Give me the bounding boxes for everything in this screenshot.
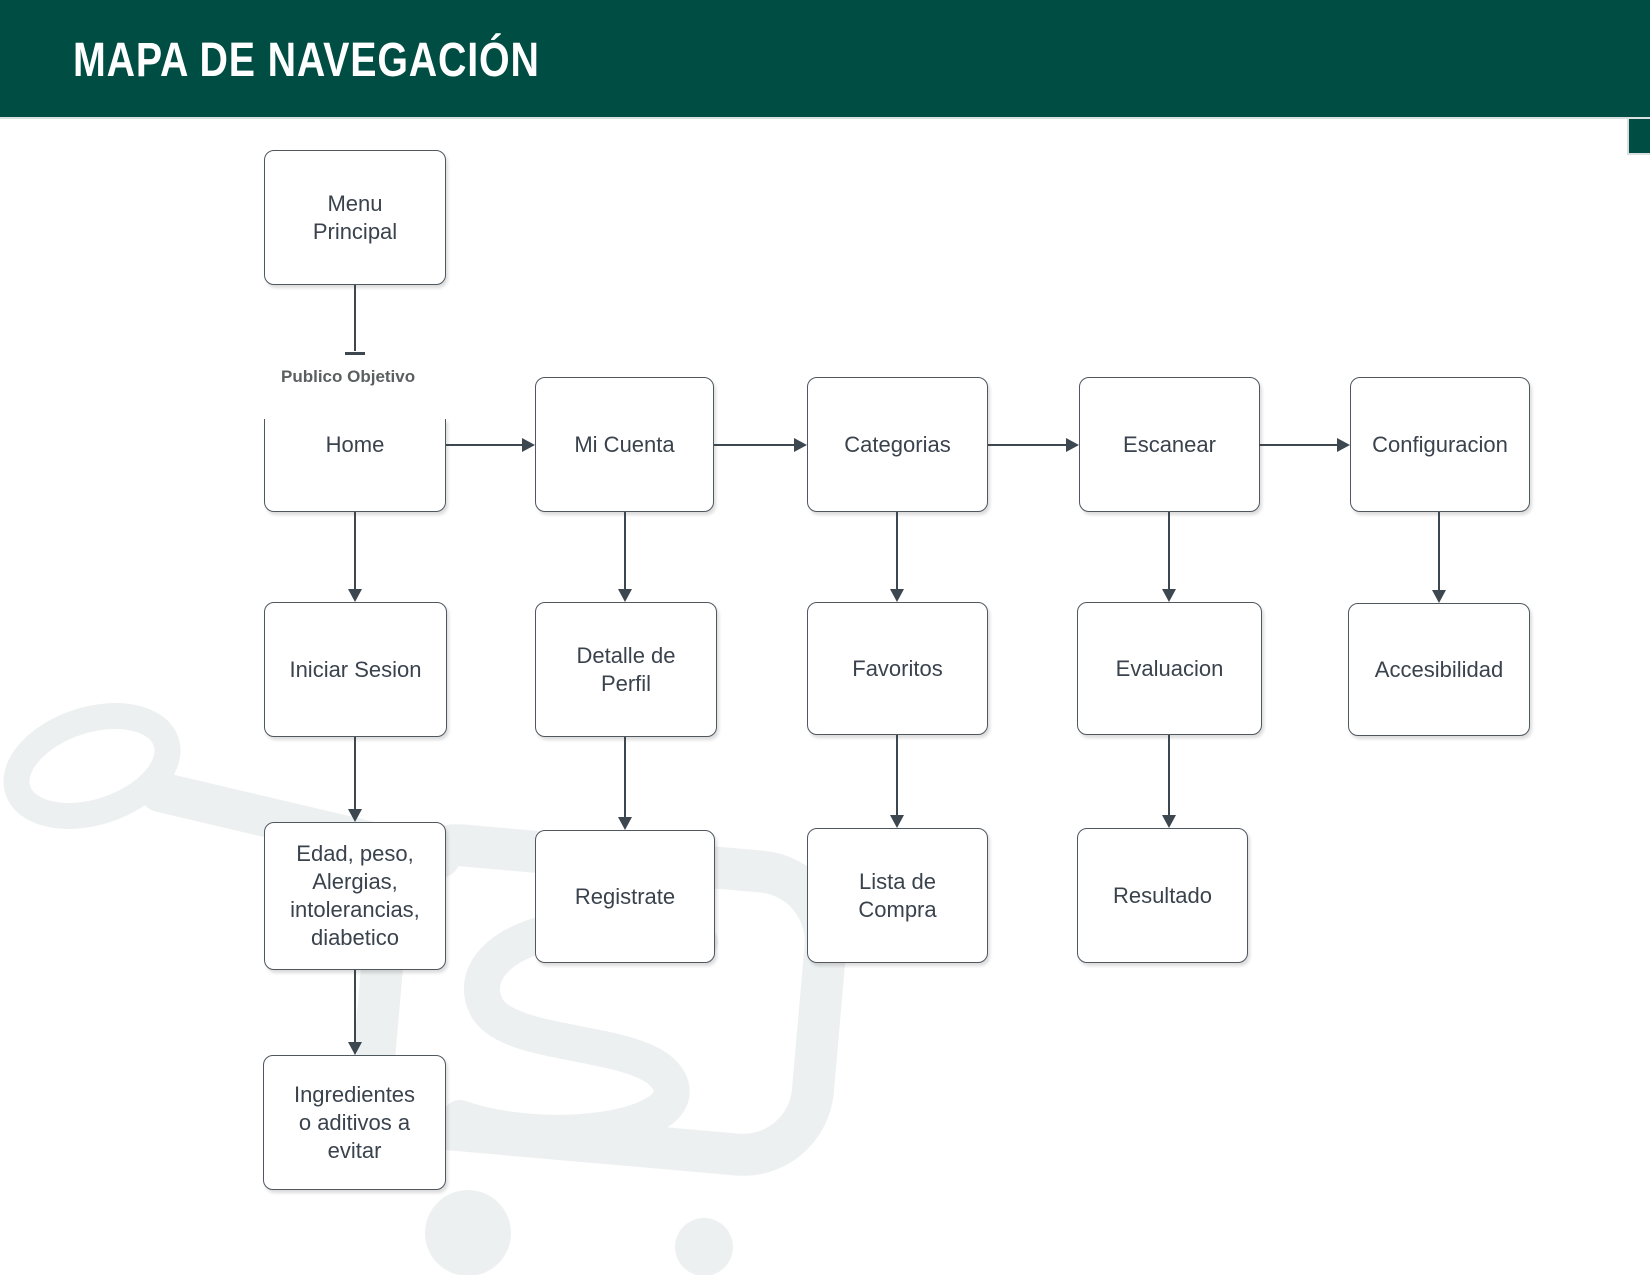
header-notch <box>1627 119 1650 155</box>
node-label-line: Edad, peso, <box>296 841 414 866</box>
arrowhead-down <box>1162 589 1176 602</box>
node-label-line: Compra <box>858 896 937 922</box>
node-label-line: Ingredientes <box>293 1081 416 1107</box>
node-registrate: Registrate <box>535 830 715 963</box>
connector-line <box>354 970 356 1043</box>
publico-objetivo-label: Publico Objetivo <box>281 367 416 386</box>
node-label-line: Evaluacion <box>1115 655 1224 681</box>
node-label-line: Configuracion <box>1372 431 1508 457</box>
node-label-line: Home <box>325 432 385 457</box>
node-label-line: o aditivos a <box>298 1109 411 1135</box>
node-label-line: Lista de <box>858 868 937 894</box>
node-label-line: Perfil <box>600 670 652 696</box>
connector-line <box>896 735 898 816</box>
cart-handle-loop <box>3 703 181 829</box>
node-resultado: Resultado <box>1077 828 1248 963</box>
page-title: MAPA DE NAVEGACIÓN <box>73 34 540 87</box>
node-label-line: evitar <box>327 1137 382 1163</box>
node-label-line: Favoritos <box>852 655 943 681</box>
connector-line <box>354 285 356 351</box>
node-evaluacion: Evaluacion <box>1077 602 1262 735</box>
arrowhead-right <box>522 438 535 452</box>
arrowhead-down <box>348 1042 362 1055</box>
node-label-line: Registrate <box>574 883 676 909</box>
arrowhead-right <box>1066 438 1079 452</box>
connector-line <box>1438 512 1440 591</box>
connector-line <box>1168 735 1170 816</box>
connector-line <box>354 737 356 810</box>
node-configuracion: Configuracion <box>1350 377 1530 512</box>
node-label-line: Principal <box>312 218 398 244</box>
node-edad-peso-alergias: Edad, peso, Alergias, intolerancias, diabet… <box>264 822 446 970</box>
header-bar: MAPA DE NAVEGACIÓN <box>0 0 1650 119</box>
arrowhead-down <box>1162 815 1176 828</box>
cart-wheel-left <box>425 1190 511 1275</box>
connector-line <box>624 737 626 818</box>
node-label-line: Escanear <box>1123 431 1216 457</box>
arrowhead-right <box>794 438 807 452</box>
arrowhead-right <box>1337 438 1350 452</box>
node-label-line: Resultado <box>1112 882 1213 908</box>
connector-line <box>1259 444 1338 446</box>
node-iniciar-sesion: Iniciar Sesion <box>264 602 447 737</box>
arrowhead-down <box>890 589 904 602</box>
arrowhead-down <box>890 815 904 828</box>
arrowhead-down <box>618 817 632 830</box>
node-label-line: Alergias, <box>312 869 398 894</box>
node-home: Home <box>264 419 446 512</box>
connector-line <box>624 512 626 590</box>
node-mi-cuenta: Mi Cuenta <box>535 377 714 512</box>
arrowhead-down <box>348 809 362 822</box>
node-label-line: Accesibilidad <box>1374 656 1504 682</box>
node-label-line: Iniciar Sesion <box>289 656 422 682</box>
node-label-line: Categorias <box>844 431 951 457</box>
connector-line <box>1168 512 1170 590</box>
arrowhead-tee <box>345 352 365 355</box>
node-label-line: Menu <box>327 190 383 216</box>
connector-line <box>988 444 1067 446</box>
cart-wheel-right <box>675 1218 733 1275</box>
node-label-line: Detalle de <box>576 642 676 668</box>
node-label-line: Mi Cuenta <box>574 431 675 457</box>
node-label-line: diabetico <box>310 925 400 950</box>
node-label-line: intolerancias, <box>290 897 420 922</box>
node-categorias: Categorias <box>807 377 988 512</box>
connector-line <box>714 444 795 446</box>
node-favoritos: Favoritos <box>807 602 988 735</box>
arrowhead-down <box>618 589 632 602</box>
connector-line <box>354 512 356 590</box>
arrowhead-down <box>348 589 362 602</box>
connector-line <box>896 512 898 590</box>
connector-line <box>446 444 523 446</box>
node-escanear: Escanear <box>1079 377 1260 512</box>
arrowhead-down <box>1432 590 1446 603</box>
node-accesibilidad: Accesibilidad <box>1348 603 1530 736</box>
